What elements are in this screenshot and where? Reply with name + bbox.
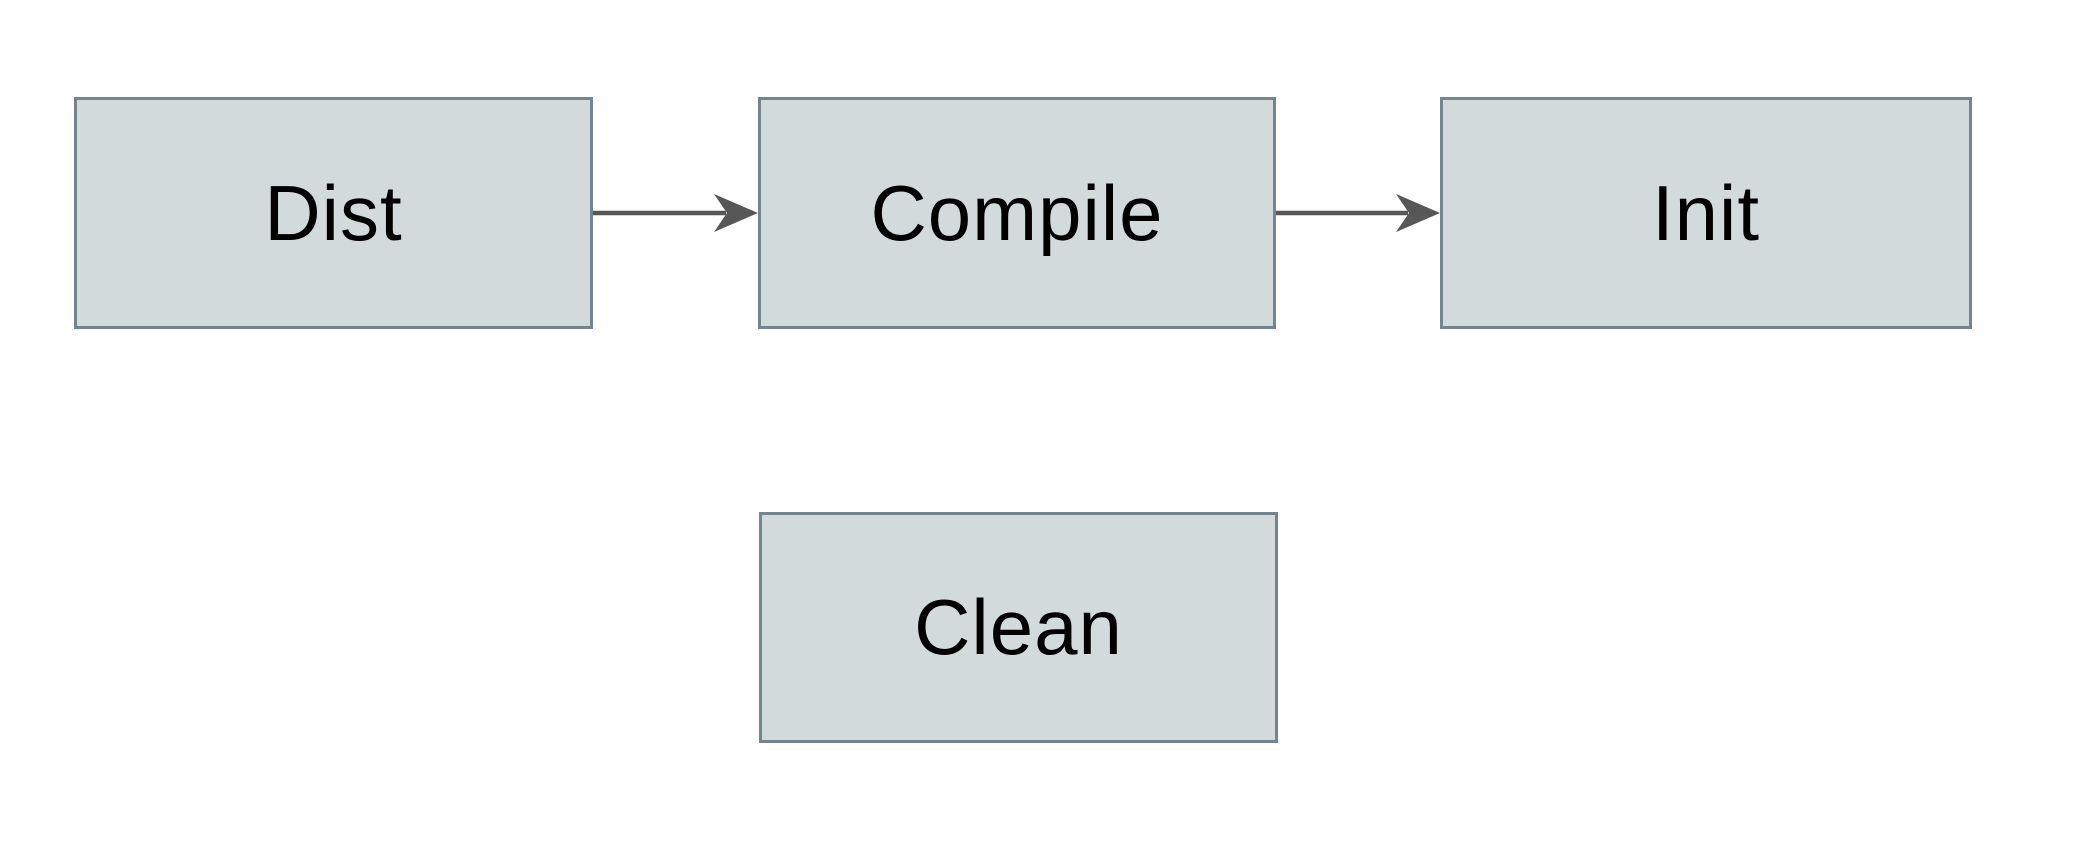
node-dist-label: Dist [264,168,403,257]
node-init[interactable]: Init [1440,97,1972,329]
arrow-compile-to-init [1276,194,1440,232]
node-dist[interactable]: Dist [74,97,593,329]
node-clean-label: Clean [914,583,1123,671]
node-compile[interactable]: Compile [758,97,1276,329]
arrow-dist-to-compile [593,194,758,232]
node-compile-label: Compile [870,168,1164,257]
node-init-label: Init [1651,168,1761,257]
node-clean[interactable]: Clean [759,512,1278,743]
